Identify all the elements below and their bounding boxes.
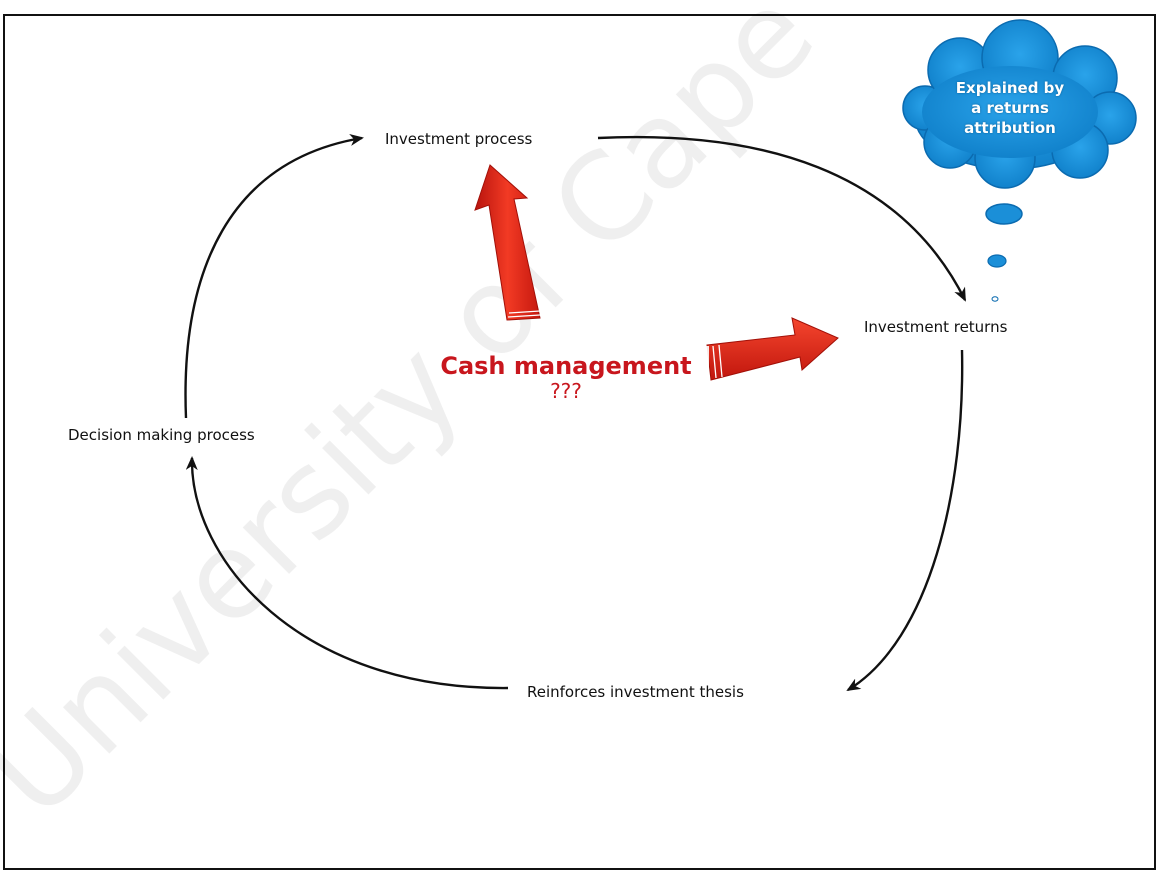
node-investment-process: Investment process (385, 130, 533, 148)
arrow-decision-to-process (184, 134, 364, 419)
node-decision-making-process: Decision making process (68, 426, 255, 444)
cloud-text-line-3: attribution (964, 119, 1056, 137)
arrow-process-to-returns (597, 135, 967, 302)
cloud-text-line-1: Explained by (955, 79, 1065, 97)
thought-bubble-small (991, 296, 999, 302)
cash-management-question: ??? (550, 379, 582, 403)
arrow-reinforces-to-decision (185, 456, 509, 690)
red-arrow-up (474, 164, 541, 321)
node-investment-returns: Investment returns (864, 318, 1008, 336)
cloud-shape (902, 19, 1137, 189)
cash-management-label: Cash management ??? (436, 352, 696, 402)
cloud-text: Explained by a returns attribution (930, 78, 1090, 138)
thought-bubble-large (985, 203, 1023, 225)
red-arrow-right (706, 317, 839, 381)
cash-management-text: Cash management (440, 352, 692, 380)
thought-bubble-medium (987, 254, 1007, 268)
node-reinforces-investment-thesis: Reinforces investment thesis (527, 683, 744, 701)
cloud-text-line-2: a returns (971, 99, 1049, 117)
arrow-returns-to-reinforces (846, 349, 964, 692)
